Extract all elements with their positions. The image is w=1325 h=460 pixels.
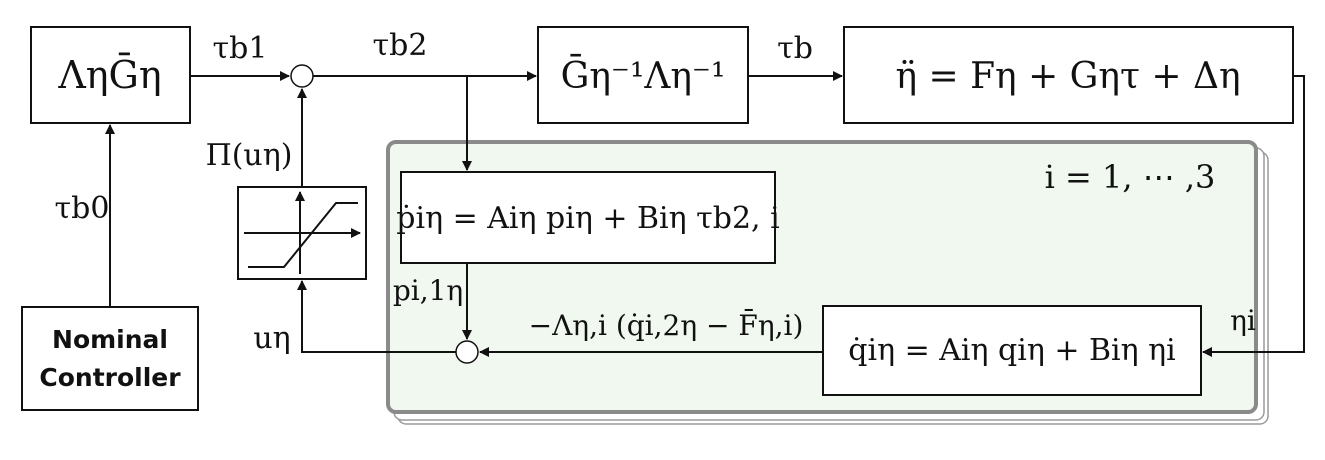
signal-tau-b1: τb1 — [213, 31, 268, 66]
nominal-controller-block: Nominal Controller — [21, 306, 199, 411]
gain-block: ΛηḠη — [30, 26, 191, 124]
index-range-label: i = 1, ⋯ ,3 — [1045, 158, 1216, 196]
observer-q-label: q̇iη = Aiη qiη + Biη ηi — [848, 333, 1175, 368]
inverse-block-label: Ḡη⁻¹Λη⁻¹ — [561, 55, 726, 97]
wire-u-eta — [297, 280, 456, 353]
signal-eta-i: ηi — [1230, 304, 1256, 337]
summing-junction-bottom — [455, 340, 479, 364]
saturation-block — [237, 186, 367, 280]
signal-tau-b2: τb2 — [373, 28, 428, 63]
signal-feedback: −Λη,i (q̇i,2η − F̄η,i) — [529, 308, 804, 342]
signal-tau-b: τb — [777, 31, 813, 66]
nominal-controller-label-line2: Controller — [39, 363, 181, 392]
observer-p-block: ṗiη = Aiη piη + Biη τb2, i — [396, 171, 780, 264]
plant-block: η̈ = Fη + Gητ + Δη — [843, 26, 1294, 124]
observer-q-block: q̇iη = Aiη qiη + Biη ηi — [822, 305, 1202, 396]
plant-block-label: η̈ = Fη + Gητ + Δη — [895, 56, 1240, 97]
inverse-block: Ḡη⁻¹Λη⁻¹ — [537, 26, 749, 124]
saturation-curve — [248, 202, 358, 268]
signal-wires — [105, 71, 1305, 357]
observer-p-label: ṗiη = Aiη piη + Biη τb2, i — [396, 201, 779, 236]
signal-u-eta: uη — [253, 321, 290, 356]
nominal-controller-label-line1: Nominal — [52, 325, 168, 354]
summing-junction-top — [290, 64, 314, 88]
signal-tau-b0: τb0 — [55, 191, 110, 226]
signal-pi-u: Π(uη) — [206, 138, 293, 173]
wire-eta-feedback — [1202, 75, 1305, 357]
signal-p-i1: pi,1η — [393, 274, 463, 307]
gain-block-label: ΛηḠη — [57, 53, 161, 97]
